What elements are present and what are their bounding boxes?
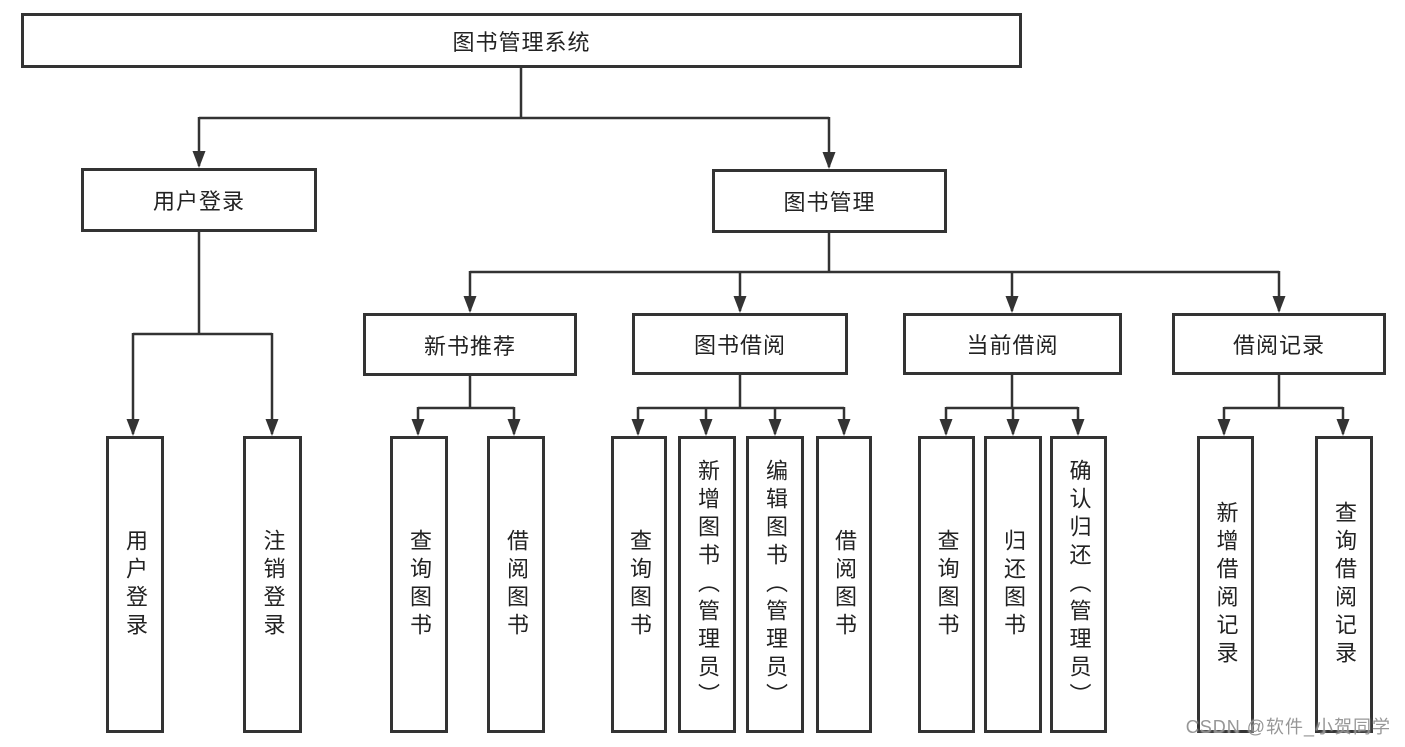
leaf-return-books: 归还图书 [984, 436, 1042, 733]
csdn-watermark: CSDN @软件_小贺同学 [1185, 717, 1391, 737]
node-new-book-recommend: 新书推荐 [363, 313, 577, 376]
leaf-query-books-borrow: 查询图书 [611, 436, 667, 733]
leaf-label: 查询借阅记录 [1332, 500, 1357, 669]
node-library-system-root: 图书管理系统 [21, 13, 1022, 68]
leaf-edit-books-admin: 编辑图书（管理员） [746, 436, 804, 733]
node-book-borrow: 图书借阅 [632, 313, 848, 375]
leaf-label: 确认归还（管理员） [1066, 458, 1092, 711]
leaf-label: 新增图书（管理员） [695, 458, 720, 711]
leaf-label: 查询图书 [627, 528, 652, 641]
leaf-borrow-books: 借阅图书 [816, 436, 872, 733]
leaf-label: 查询图书 [407, 528, 432, 641]
leaf-query-borrow-record: 查询借阅记录 [1315, 436, 1373, 733]
node-current-borrow: 当前借阅 [903, 313, 1122, 375]
node-user-login: 用户登录 [81, 168, 317, 232]
leaf-borrow-books-recommend: 借阅图书 [487, 436, 545, 733]
leaf-add-borrow-record: 新增借阅记录 [1197, 436, 1254, 733]
leaf-query-books-recommend: 查询图书 [390, 436, 448, 733]
leaf-label: 用户登录 [123, 528, 148, 641]
node-borrow-records: 借阅记录 [1172, 313, 1386, 375]
node-book-management: 图书管理 [712, 169, 947, 233]
leaf-label: 查询图书 [934, 528, 960, 641]
leaf-user-login: 用户登录 [106, 436, 164, 733]
leaf-label: 借阅图书 [504, 528, 529, 641]
leaf-logout: 注销登录 [243, 436, 302, 733]
leaf-confirm-return-admin: 确认归还（管理员） [1050, 436, 1107, 733]
leaf-query-books-current: 查询图书 [918, 436, 975, 733]
leaf-label: 编辑图书（管理员） [763, 458, 788, 711]
leaf-label: 注销登录 [260, 528, 286, 641]
leaf-label: 归还图书 [1001, 528, 1026, 641]
leaf-add-books-admin: 新增图书（管理员） [678, 436, 736, 733]
leaf-label: 新增借阅记录 [1213, 500, 1239, 669]
leaf-label: 借阅图书 [832, 528, 857, 641]
